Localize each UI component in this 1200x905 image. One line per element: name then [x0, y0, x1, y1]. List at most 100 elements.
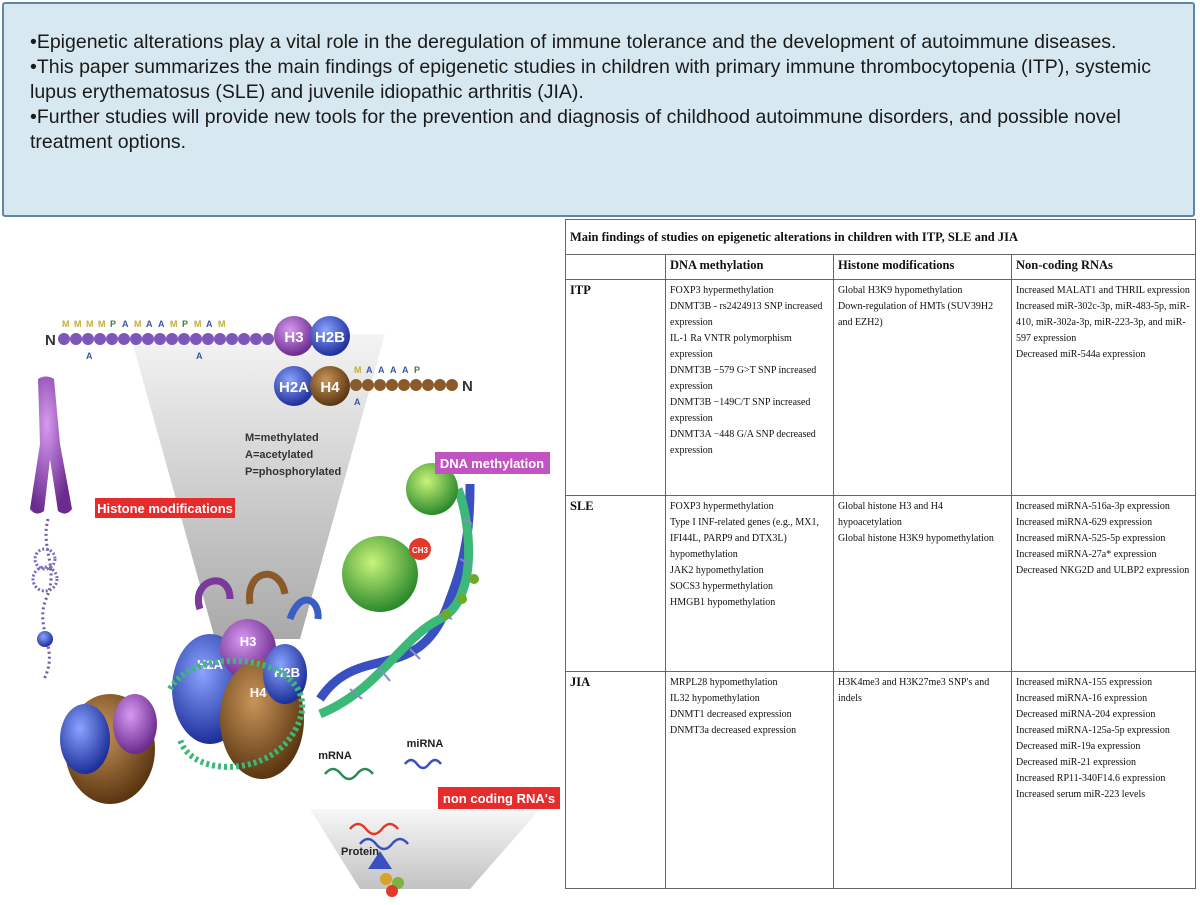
table-cell-line: DNMT3B −149C/T SNP increased expression — [670, 397, 811, 424]
modification-legend: M=methylated A=acetylated P=phosphorylat… — [245, 432, 341, 478]
non-coding-rna-label-bg — [438, 787, 560, 809]
header-non-coding-rnas: Non-coding RNAs — [1011, 254, 1196, 280]
svg-text:H4: H4 — [250, 685, 267, 700]
histone-modifications-label: Histone modifications — [97, 501, 233, 516]
svg-text:P: P — [414, 365, 420, 375]
dna-helix — [316, 483, 479, 719]
table-cell-line: Decreased miR-21 expression — [1016, 757, 1136, 768]
svg-text:M: M — [86, 319, 94, 329]
table-cell-line: Decreased miR-544a expression — [1016, 349, 1146, 360]
svg-text:P: P — [182, 319, 188, 329]
histone-h4 — [310, 366, 350, 406]
svg-text:M: M — [134, 319, 142, 329]
svg-text:A: A — [196, 351, 203, 361]
svg-text:H2B: H2B — [315, 329, 345, 346]
table-cell-line: Down-regulation of HMTs (SUV39H2 and EZH… — [838, 301, 994, 328]
mrna-label: mRNA — [318, 750, 352, 762]
svg-text:A: A — [354, 397, 361, 407]
svg-text:M: M — [98, 319, 106, 329]
summary-bullet: •This paper summarizes the main findings… — [30, 56, 1151, 103]
summary-box: •Epigenetic alterations play a vital rol… — [2, 2, 1195, 217]
jia-histone-modifications: H3K4me3 and H3K27me3 SNP's and indels — [833, 671, 1012, 889]
table-cell-line: Type I INF-related genes (e.g., MX1, IFI… — [670, 517, 819, 560]
chromosome — [30, 376, 72, 680]
sle-non-coding-rnas: Increased miRNA-516a-3p expression Incre… — [1011, 495, 1196, 672]
svg-text:A: A — [390, 365, 397, 375]
svg-text:H3: H3 — [284, 329, 303, 346]
rna-strands — [324, 758, 442, 897]
findings-table-container: Main findings of studies on epigenetic a… — [565, 219, 1196, 889]
histone-h2a — [274, 366, 314, 406]
histone-octamer-diagram: H3 H2B H2A H4 — [274, 316, 350, 406]
row-label-jia: JIA — [565, 671, 666, 889]
table-cell-line: IL-1 Ra VNTR polymorphism expression — [670, 333, 792, 360]
svg-text:N: N — [462, 378, 473, 395]
table-cell-line: Global histone H3K9 hypomethylation — [838, 533, 994, 544]
svg-text:M: M — [74, 319, 82, 329]
table-cell-line: Increased serum miR-223 levels — [1016, 789, 1146, 800]
svg-text:A: A — [206, 319, 213, 329]
nucleosome-left — [60, 694, 157, 804]
legend-acetylated: A=acetylated — [245, 449, 313, 461]
svg-text:M: M — [354, 365, 362, 375]
table-cell-line: Increased miRNA-155 expression — [1016, 677, 1153, 688]
table-cell-line: FOXP3 hypermethylation — [670, 501, 774, 512]
table-cell-line: DNMT3a decreased expression — [670, 725, 797, 736]
svg-text:A: A — [158, 319, 165, 329]
legend-methylated: M=methylated — [245, 432, 319, 444]
table-cell-line: DNMT3A −448 G/A SNP decreased expression — [670, 429, 816, 456]
table-cell-line: Increased RP11-340F14.6 expression — [1016, 773, 1166, 784]
svg-text:A: A — [402, 365, 409, 375]
itp-dna-methylation: FOXP3 hypermethylation DNMT3B - rs242491… — [665, 279, 834, 496]
dna-methylation-label: DNA methylation — [440, 456, 544, 471]
zoom-cone — [130, 334, 385, 639]
svg-text:H4: H4 — [320, 379, 340, 396]
summary-bullet: •Epigenetic alterations play a vital rol… — [30, 31, 1117, 53]
svg-text:P: P — [110, 319, 116, 329]
table-cell-line: DNMT1 decreased expression — [670, 709, 792, 720]
table-cell-line: FOXP3 hypermethylation — [670, 285, 774, 296]
svg-text:M: M — [170, 319, 178, 329]
sle-histone-modifications: Global histone H3 and H4 hypoacetylation… — [833, 495, 1012, 672]
table-cell-line: Global H3K9 hypomethylation — [838, 285, 963, 296]
table-cell-line: IL32 hypomethylation — [670, 693, 760, 704]
svg-text:A: A — [378, 365, 385, 375]
table-row: JIA MRPL28 hypomethylation IL32 hypometh… — [565, 671, 1196, 889]
table-cell-line: Increased miR-302c-3p, miR-483-5p, miR-4… — [1016, 301, 1190, 344]
svg-text:M: M — [62, 319, 70, 329]
header-histone-modifications: Histone modifications — [833, 254, 1012, 280]
table-cell-line: Increased miRNA-16 expression — [1016, 693, 1148, 704]
itp-non-coding-rnas: Increased MALAT1 and THRIL expression In… — [1011, 279, 1196, 496]
dna-methylation-label-bg — [435, 452, 550, 474]
sle-dna-methylation: FOXP3 hypermethylation Type I INF-relate… — [665, 495, 834, 672]
table-cell-line: DNMT3B −579 G>T SNP increased expression — [670, 365, 817, 392]
table-cell-line: DNMT3B - rs2424913 SNP increased express… — [670, 301, 823, 328]
svg-text:H2A: H2A — [279, 379, 309, 396]
histone-modifications-label-bg — [95, 498, 235, 518]
table-cell-line: SOCS3 hypermethylation — [670, 581, 774, 592]
findings-table: Main findings of studies on epigenetic a… — [565, 219, 1196, 889]
nucleosome-center: H3 H2A H2B H4 — [167, 570, 322, 779]
svg-text:H3: H3 — [240, 634, 257, 649]
header-blank — [565, 254, 666, 280]
histone-h2b — [310, 316, 350, 356]
table-cell-line: Decreased miRNA-204 expression — [1016, 709, 1156, 720]
svg-text:M: M — [218, 319, 226, 329]
histone-h3 — [274, 316, 314, 356]
mirna-label: miRNA — [407, 738, 444, 750]
table-cell-line: MRPL28 hypomethylation — [670, 677, 778, 688]
svg-text:A: A — [86, 351, 93, 361]
table-cell-line: Increased miRNA-629 expression — [1016, 517, 1153, 528]
table-row: ITP FOXP3 hypermethylation DNMT3B - rs24… — [565, 279, 1196, 496]
svg-text:M: M — [194, 319, 202, 329]
table-cell-line: Increased miRNA-516a-3p expression — [1016, 501, 1170, 512]
table-caption: Main findings of studies on epigenetic a… — [565, 219, 1196, 255]
itp-histone-modifications: Global H3K9 hypomethylation Down-regulat… — [833, 279, 1012, 496]
table-cell-line: Global histone H3 and H4 hypoacetylation — [838, 501, 943, 528]
table-cell-line: Decreased NKG2D and ULBP2 expression — [1016, 565, 1190, 576]
row-label-sle: SLE — [565, 495, 666, 672]
